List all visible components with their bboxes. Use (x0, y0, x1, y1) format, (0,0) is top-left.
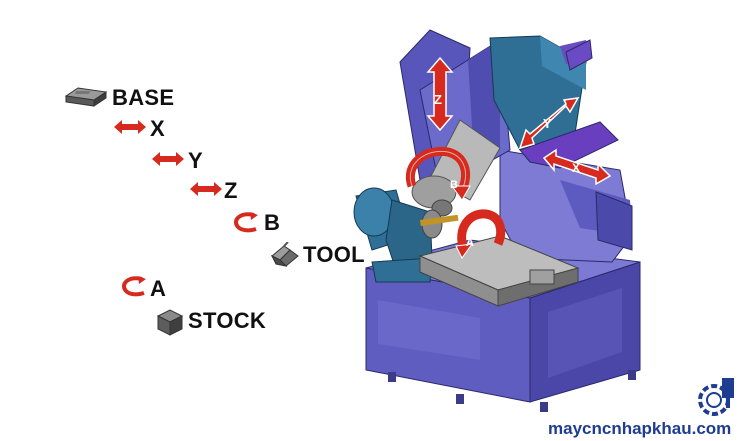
y-axis-arrow-icon (152, 152, 184, 166)
machine-x-arrow: X (542, 148, 612, 186)
legend-base-label: BASE (112, 85, 175, 110)
a-axis-rotary-unit (353, 187, 459, 283)
machine-b-label: B (450, 179, 458, 191)
machine-z-arrow: Z (426, 56, 454, 132)
machine-y-arrow: Y (518, 97, 580, 150)
legend-x-label: X (150, 116, 165, 141)
watermark-text: maycncnhapkhau.com (548, 419, 732, 438)
legend-y-label: Y (188, 148, 203, 173)
z-axis-arrow-icon (190, 182, 222, 196)
machine-b-arrow: B (405, 146, 471, 201)
legend-z-label: Z (224, 178, 238, 203)
top-rail (565, 39, 593, 71)
machine-x-label: X (572, 161, 580, 175)
machine-y-label: Y (543, 116, 552, 131)
b-rotary-arrow-icon (234, 212, 258, 233)
tool-icon (270, 242, 299, 267)
a-rotary-arrow-icon (122, 276, 146, 297)
stock-icon (156, 309, 184, 336)
legend-b-label: B (264, 210, 281, 235)
machine-a-arrow: A (455, 209, 506, 259)
x-axis-arrow-icon (114, 120, 146, 134)
machine-z-label: Z (434, 92, 442, 107)
machine-a-label: A (466, 237, 474, 249)
base-icon (64, 87, 108, 107)
legend-tool-label: TOOL (303, 242, 365, 267)
legend-stock-label: STOCK (188, 308, 267, 333)
gear-logo-icon (698, 378, 734, 416)
legend-a-label: A (150, 276, 167, 301)
y-slide (519, 121, 619, 169)
